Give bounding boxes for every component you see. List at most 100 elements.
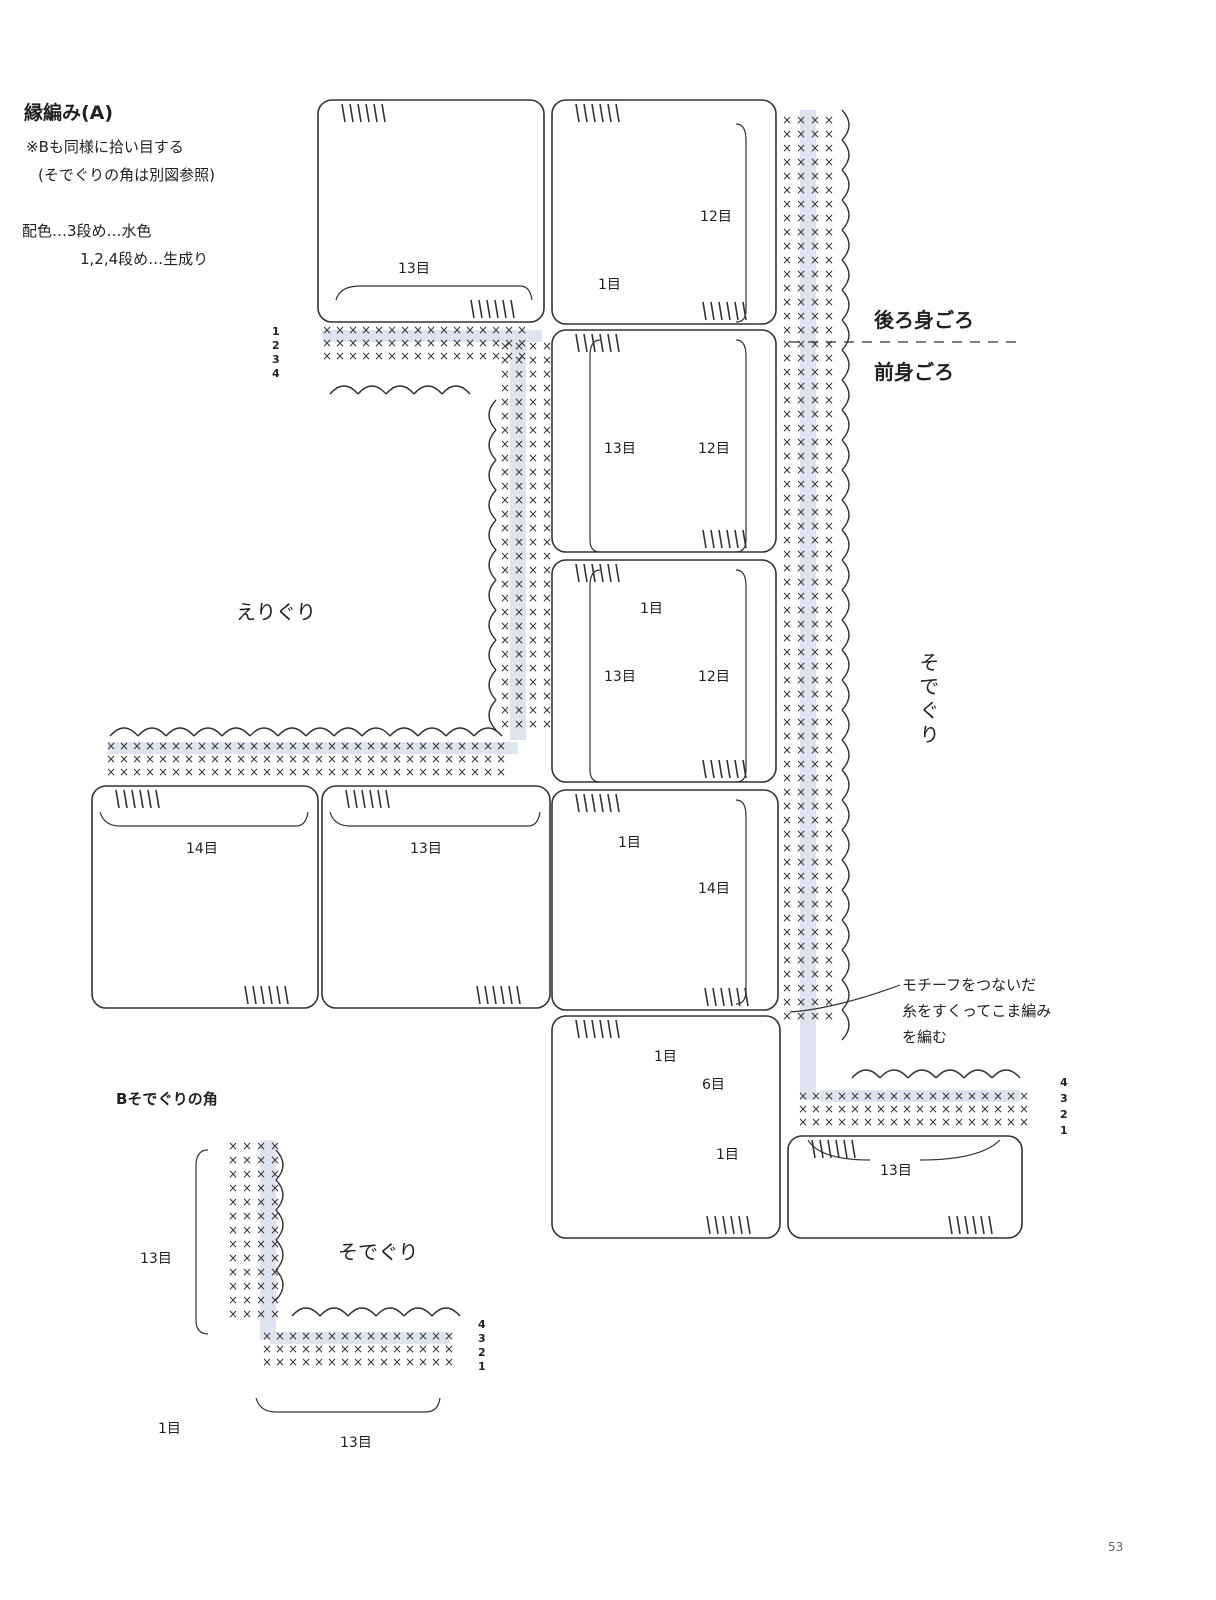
stitch-x: × <box>270 1307 280 1321</box>
stitch-tick <box>244 985 249 1005</box>
stitch-x: × <box>796 995 806 1009</box>
stitch-x: × <box>796 645 806 659</box>
stitch-x: × <box>824 155 834 169</box>
stitch-x: × <box>954 1115 964 1129</box>
stitch-x: × <box>119 765 129 779</box>
scallop <box>841 829 850 861</box>
stitch-x: × <box>496 752 506 766</box>
stitch-x: × <box>810 365 820 379</box>
stitch-x: × <box>361 349 371 363</box>
stitch-x: × <box>796 519 806 533</box>
label-front-body: 前身ごろ <box>874 360 954 384</box>
stitch-x: × <box>392 739 402 753</box>
stitch-x: × <box>837 1089 847 1103</box>
stitch-x: × <box>928 1115 938 1129</box>
stitch-tick <box>702 529 707 549</box>
stitch-x: × <box>256 1139 266 1153</box>
stitch-x: × <box>782 911 792 925</box>
stitch-x: × <box>504 349 514 363</box>
stitch-x: × <box>782 547 792 561</box>
stitch-x: × <box>796 547 806 561</box>
motif-square <box>91 785 319 1009</box>
scallop <box>347 1307 377 1317</box>
stitch-x: × <box>496 739 506 753</box>
scallop <box>417 727 447 737</box>
stitch-x: × <box>413 336 423 350</box>
stitch-x: × <box>353 1342 363 1356</box>
scallop <box>221 727 251 737</box>
stitch-x: × <box>528 423 538 437</box>
stitch-x: × <box>876 1115 886 1129</box>
stitch-x: × <box>542 549 552 563</box>
highlight-bands <box>108 110 1020 1344</box>
stitch-x: × <box>810 841 820 855</box>
stitch-x: × <box>782 743 792 757</box>
stitch-x: × <box>782 701 792 715</box>
stitch-tick <box>591 793 596 813</box>
stitch-x: × <box>405 752 415 766</box>
stitch-x: × <box>782 813 792 827</box>
row-number: 1 <box>272 325 280 338</box>
stitch-x: × <box>361 336 371 350</box>
stitch-x: × <box>782 337 792 351</box>
stitch-x: × <box>824 757 834 771</box>
stitch-tick <box>718 759 723 779</box>
stitch-tick <box>502 299 507 319</box>
stitch-x: × <box>256 1195 266 1209</box>
pickup-note: ※Bも同様に拾い目する <box>26 138 184 156</box>
stitch-x: × <box>782 897 792 911</box>
scallop <box>488 429 497 461</box>
stitch-tick <box>492 985 497 1005</box>
stitch-x: × <box>824 253 834 267</box>
stitch-x: × <box>782 533 792 547</box>
stitch-x: × <box>228 1181 238 1195</box>
stitch-x: × <box>824 785 834 799</box>
stitch-x: × <box>387 336 397 350</box>
stitch-x: × <box>796 687 806 701</box>
stitch-x: × <box>528 647 538 661</box>
row-number: 4 <box>1060 1076 1068 1089</box>
stitch-x: × <box>810 197 820 211</box>
stitch-x: × <box>782 841 792 855</box>
stitch-x: × <box>782 631 792 645</box>
color-note-row3: 配色…3段め…水色 <box>22 222 152 240</box>
stitch-x: × <box>514 535 524 549</box>
stitch-x: × <box>504 323 514 337</box>
stitch-x: × <box>810 561 820 575</box>
scallop <box>275 1179 284 1211</box>
count-bracket <box>255 1397 441 1413</box>
stitch-x: × <box>353 1329 363 1343</box>
stitch-x: × <box>301 752 311 766</box>
row-number: 2 <box>1060 1108 1068 1121</box>
stitch-x: × <box>444 752 454 766</box>
stitch-x: × <box>496 765 506 779</box>
stitch-x: × <box>810 757 820 771</box>
stitch-x: × <box>824 715 834 729</box>
stitch-x: × <box>824 365 834 379</box>
stitch-x: × <box>915 1089 925 1103</box>
stitch-x: × <box>418 739 428 753</box>
stitch-x: × <box>452 323 462 337</box>
stitch-x: × <box>810 827 820 841</box>
stitch-x: × <box>796 295 806 309</box>
stitch-tick <box>835 1139 840 1159</box>
stitch-x: × <box>528 633 538 647</box>
stitch-x: × <box>478 336 488 350</box>
row-number: 3 <box>1060 1092 1068 1105</box>
stitch-x: × <box>210 752 220 766</box>
stitch-x: × <box>782 729 792 743</box>
page-number: 53 <box>1108 1540 1124 1554</box>
stitch-x: × <box>262 1342 272 1356</box>
scallop <box>963 1069 993 1079</box>
stitch-x: × <box>528 661 538 675</box>
stitch-x: × <box>782 505 792 519</box>
stitch-x: × <box>270 1251 280 1265</box>
stitch-x: × <box>392 1342 402 1356</box>
stitch-x: × <box>270 1223 280 1237</box>
count-label: 1目 <box>618 835 641 851</box>
stitch-x: × <box>256 1167 266 1181</box>
stitch-x: × <box>542 451 552 465</box>
stitch-x: × <box>824 435 834 449</box>
stitch-x: × <box>980 1102 990 1116</box>
stitch-tick <box>734 759 739 779</box>
